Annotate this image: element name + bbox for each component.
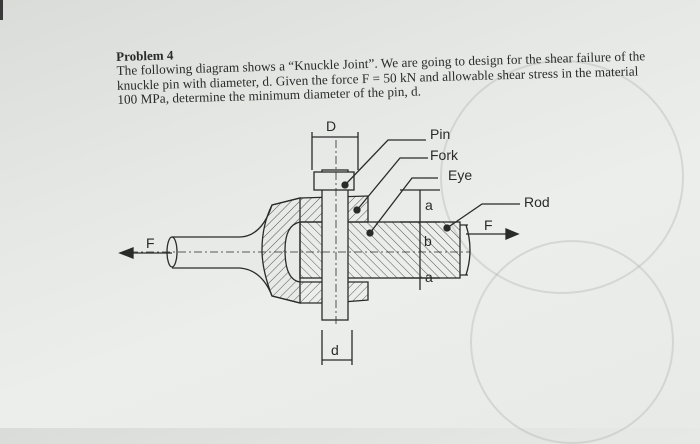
label-dim-b: b: [424, 233, 432, 249]
label-rod: Rod: [524, 194, 550, 210]
label-dim-D: D: [326, 118, 336, 134]
photo-edge: [0, 0, 3, 20]
label-fork: Fork: [430, 147, 459, 163]
label-eye: Eye: [448, 167, 472, 183]
label-dim-a-bottom: a: [425, 269, 433, 285]
label-dim-a-top: a: [425, 197, 433, 213]
label-force-left: F: [146, 235, 155, 251]
knuckle-joint-diagram: Pin Fork Eye Rod F F D d a a b: [118, 118, 550, 365]
label-dim-d: d: [331, 342, 339, 358]
label-pin: Pin: [430, 126, 450, 142]
label-force-right: F: [484, 217, 493, 233]
